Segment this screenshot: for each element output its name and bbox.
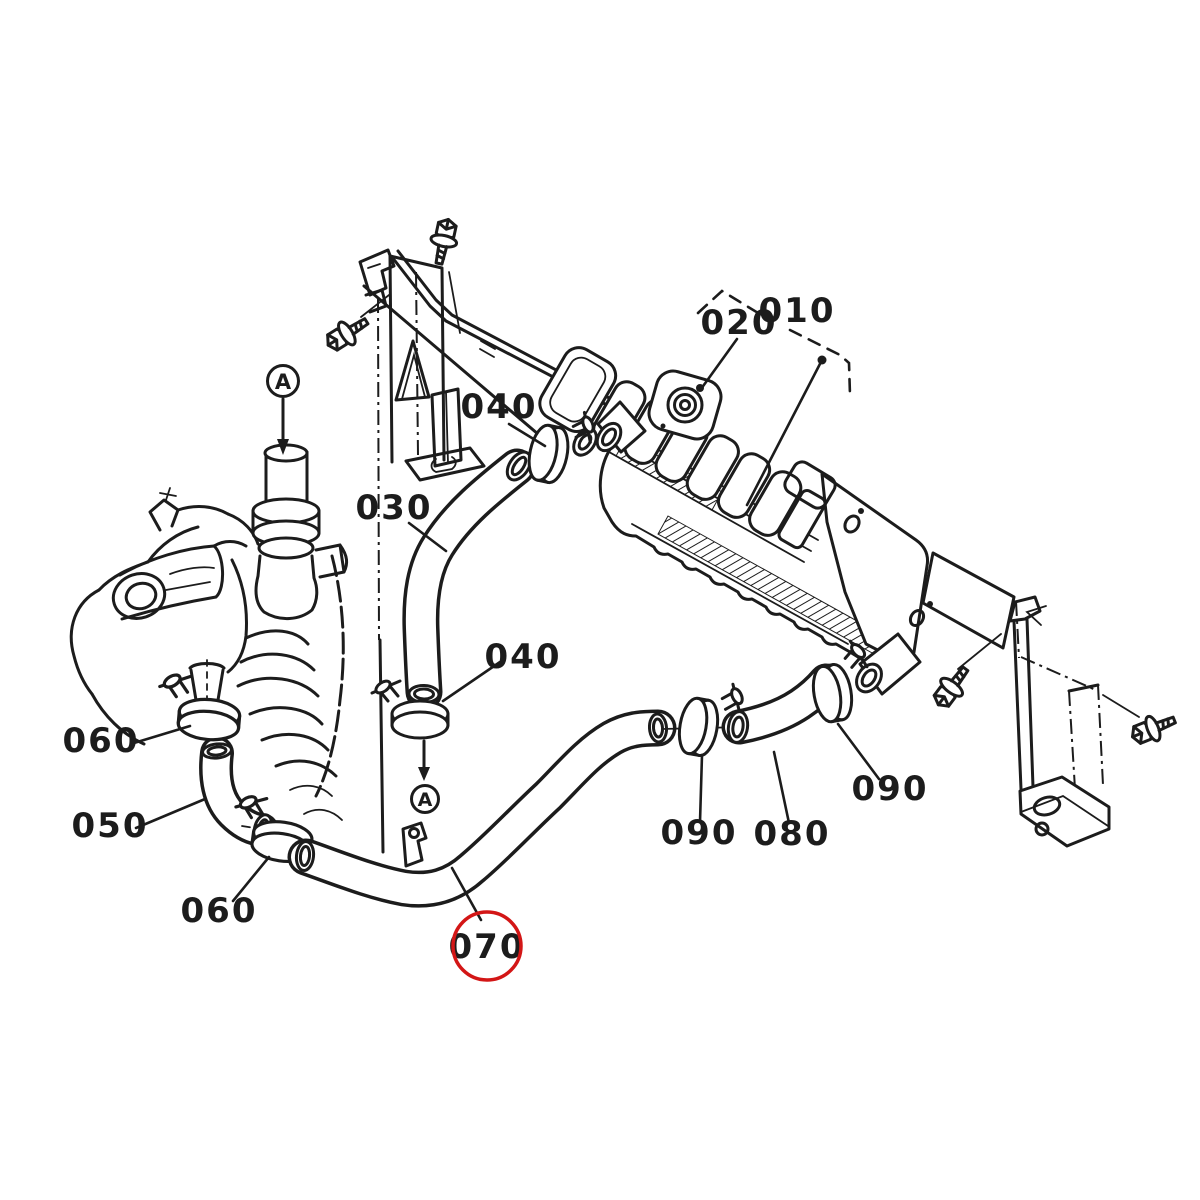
callout-040-lower: 040 bbox=[485, 637, 562, 677]
upper-bracket-assembly bbox=[319, 215, 632, 482]
leader-lines bbox=[132, 289, 881, 922]
radiator-outlet-pipe bbox=[855, 632, 922, 696]
hose-clip-bracket bbox=[401, 821, 428, 868]
reference-lines bbox=[377, 297, 1099, 854]
marker-a1-letter: A bbox=[275, 370, 292, 394]
callout-060-upper: 060 bbox=[63, 721, 140, 761]
callout-050: 050 bbox=[72, 806, 149, 846]
upper-radiator-hose bbox=[402, 448, 536, 711]
highlight-circle bbox=[451, 910, 523, 982]
callout-030: 030 bbox=[356, 488, 433, 528]
bolt-icon bbox=[424, 215, 463, 334]
radiator-core-outline bbox=[598, 444, 868, 664]
callout-060-lower: 060 bbox=[181, 891, 258, 931]
callout-labels: 010 020 030 040 040 050 060 060 070 080 … bbox=[63, 291, 929, 982]
callout-010: 010 bbox=[759, 291, 836, 331]
callout-040-upper: 040 bbox=[461, 387, 538, 427]
callout-090-right: 090 bbox=[852, 769, 929, 809]
callout-070: 070 bbox=[449, 927, 526, 967]
callout-080: 080 bbox=[754, 814, 831, 854]
radiator bbox=[538, 346, 933, 696]
thermostat-outlet-pipe bbox=[251, 443, 321, 560]
flow-marker-a2: A bbox=[410, 739, 440, 814]
lower-radiator-hose bbox=[287, 709, 677, 908]
radiator-inlet-pipe bbox=[595, 400, 647, 454]
callout-090-left: 090 bbox=[661, 813, 738, 853]
stay-rod-upper bbox=[390, 249, 632, 418]
bolt-icon bbox=[319, 294, 390, 358]
marker-a2-letter: A bbox=[418, 789, 433, 811]
right-bracket bbox=[1008, 595, 1181, 848]
bolt-icon bbox=[926, 659, 978, 715]
callout-020: 020 bbox=[701, 303, 778, 343]
flow-marker-a1: A bbox=[266, 364, 300, 455]
